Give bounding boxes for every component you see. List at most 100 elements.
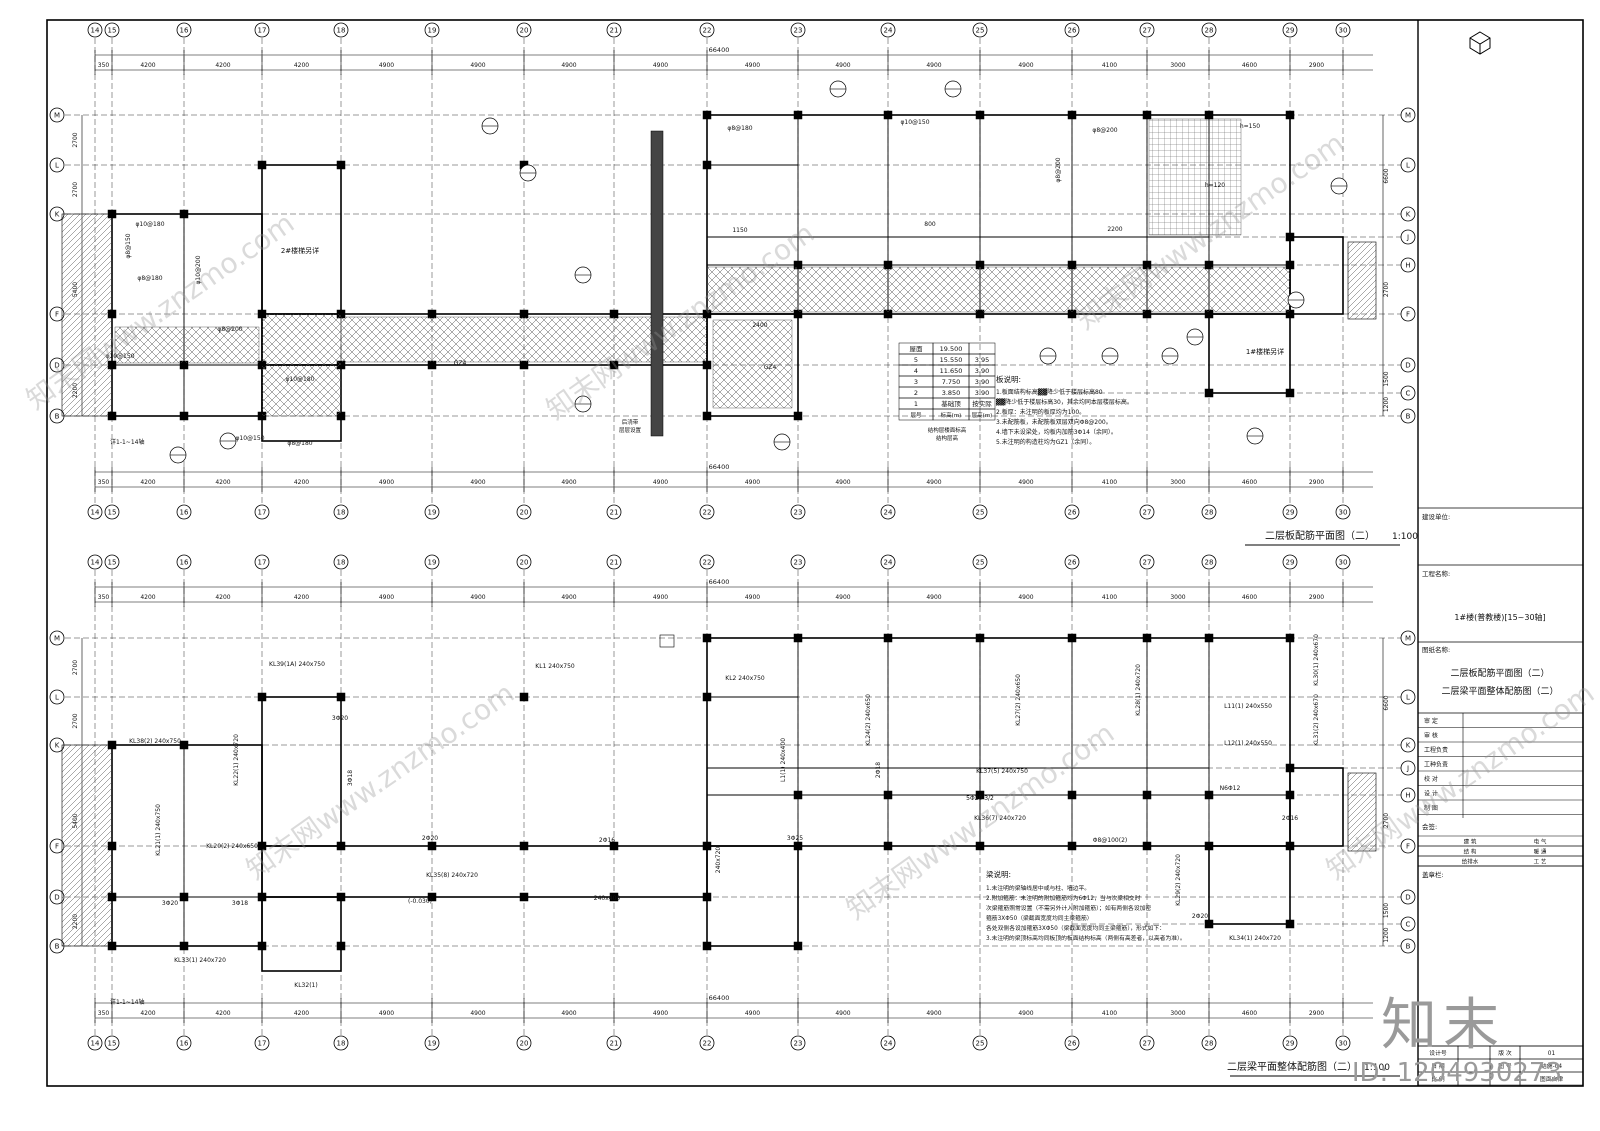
dim-text-top: 4900	[379, 62, 394, 69]
slab-reinforcement-plan: 1414151516161717181819192020212122222323…	[49, 22, 1418, 546]
beam-label: KL1 240x750	[535, 663, 575, 670]
axis-label-bottom: 18	[337, 509, 346, 517]
tb-bottom-text: 比 例	[1431, 1075, 1445, 1083]
row-bubble-right	[1400, 787, 1416, 803]
axis-label-top: 16	[180, 559, 189, 567]
axis-bubble-bottom	[254, 1035, 270, 1051]
stair-note-label: 详1-1~14轴	[110, 438, 144, 446]
row-label-right: M	[1405, 112, 1411, 120]
column	[336, 841, 346, 851]
dim-total-top: 66400	[709, 578, 730, 586]
column	[1067, 110, 1077, 120]
axis-bubble-top	[333, 22, 349, 38]
axis-label-top: 19	[428, 559, 437, 567]
row-label-right: B	[1406, 413, 1411, 421]
hatch-end-right	[1347, 772, 1377, 852]
column	[1285, 763, 1295, 773]
dim-text-top: 4200	[294, 62, 309, 69]
slab-notes-title: 板说明:	[996, 374, 1021, 384]
row-bubble-right	[1400, 689, 1416, 705]
column	[107, 309, 117, 319]
dim-text-bottom: 4900	[835, 479, 850, 486]
axis-label-bottom: 14	[91, 509, 100, 517]
panel1-scale: 1:100	[1392, 532, 1418, 542]
tb-drawing-label: 图纸名称:	[1422, 645, 1450, 654]
column	[975, 790, 985, 800]
axis-bubble-bottom	[87, 1035, 103, 1051]
dim-text-bottom: 350	[98, 479, 110, 486]
row-label-left: D	[54, 362, 59, 370]
axis-label-top: 29	[1286, 559, 1295, 567]
axis-bubble-bottom	[424, 1035, 440, 1051]
axis-label-top: 24	[884, 559, 893, 567]
row-label-left: L	[55, 162, 59, 170]
tb-bottom-cell	[1519, 1071, 1584, 1086]
dim-text-top: 4900	[561, 62, 576, 69]
column	[1067, 790, 1077, 800]
dim-text-top: 4200	[294, 594, 309, 601]
dim-total-bottom: 66400	[709, 463, 730, 471]
column	[1285, 232, 1295, 242]
beam-label: KL33(1) 240x720	[174, 957, 226, 964]
row-bubble-right	[1400, 916, 1416, 932]
column	[1204, 919, 1214, 929]
column	[1285, 388, 1295, 398]
axis-bubble-top	[880, 554, 896, 570]
beam-label: KL22(1) 240x720	[233, 734, 240, 786]
dim-text-bottom: 4900	[379, 1010, 394, 1017]
column	[519, 892, 529, 902]
beam-rebar-label: Φ8@100(2)	[1093, 837, 1128, 844]
column	[1204, 388, 1214, 398]
axis-bubble-bottom	[972, 504, 988, 520]
wall-stub	[261, 896, 342, 972]
dim-text-bottom: 4900	[470, 1010, 485, 1017]
axis-label-bottom: 14	[91, 1040, 100, 1048]
row-bubble-right	[1400, 408, 1416, 424]
row-label-right: J	[1406, 234, 1409, 242]
dim-text-top: 4900	[653, 594, 668, 601]
column	[702, 692, 712, 702]
rebar-label: φ8@180	[727, 125, 752, 132]
column	[179, 209, 189, 219]
rebar-label: φ10@180	[135, 221, 164, 228]
axis-bubble-bottom	[87, 504, 103, 520]
axis-bubble-bottom	[1064, 1035, 1080, 1051]
column	[257, 941, 267, 951]
column	[702, 633, 712, 643]
panel2-title: 二层梁平面整体配筋图（二）	[1227, 1060, 1357, 1073]
axis-bubble-top	[1282, 554, 1298, 570]
axis-label-top: 30	[1339, 559, 1348, 567]
axis-bubble-bottom	[333, 1035, 349, 1051]
beam-rebar-label: 2Φ20	[1192, 913, 1208, 920]
axis-bubble-bottom	[1335, 504, 1351, 520]
column	[1204, 633, 1214, 643]
tb-drawing-name-2: 二层梁平面整体配筋图（二）	[1441, 685, 1558, 697]
dim-text-bottom: 4900	[926, 1010, 941, 1017]
tb-cosign-cell: 给排水	[1462, 858, 1479, 866]
wall-stair1	[1208, 313, 1291, 394]
dim-text-bottom: 4900	[470, 479, 485, 486]
axis-label-bottom: 21	[610, 1040, 619, 1048]
beam-label: KL38(2) 240x750	[129, 738, 181, 745]
dim-text-bottom: 4200	[215, 1010, 230, 1017]
dim-text-top: 3000	[1170, 62, 1185, 69]
row-label-right: C	[1406, 921, 1411, 929]
row-label-left: M	[54, 112, 60, 120]
axis-bubble-top	[1201, 22, 1217, 38]
column	[427, 841, 437, 851]
axis-bubble-top	[1064, 22, 1080, 38]
dim-text-top: 4100	[1102, 594, 1117, 601]
dim-text-top: 4900	[653, 62, 668, 69]
row-label-left: B	[55, 413, 60, 421]
axis-label-top: 21	[610, 559, 619, 567]
dim-text-bottom: 4900	[745, 1010, 760, 1017]
rebar-label: h=120	[1205, 182, 1225, 189]
dim-text-right: 6600	[1383, 695, 1390, 710]
dim-text-bottom: 3000	[1170, 479, 1185, 486]
column	[257, 160, 267, 170]
axis-label-top: 27	[1143, 27, 1152, 35]
column	[257, 692, 267, 702]
column	[883, 110, 893, 120]
stair2-label: 2#楼梯另详	[281, 246, 319, 255]
beam-rebar-label: 2Φ20	[422, 835, 438, 842]
